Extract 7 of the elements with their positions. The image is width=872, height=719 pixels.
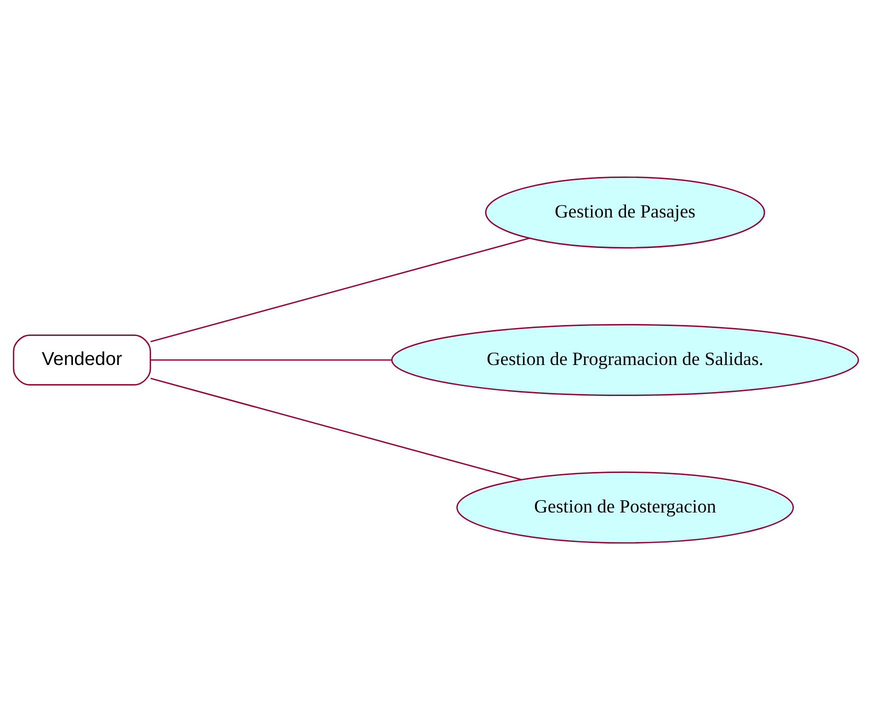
connector xyxy=(150,377,522,480)
node-box: Vendedor xyxy=(12,334,152,385)
connector xyxy=(150,237,530,342)
node-ellipse: Gestion de Pasajes xyxy=(485,176,766,248)
connector xyxy=(150,358,392,360)
node-ellipse: Gestion de Postergacion xyxy=(456,471,794,544)
node-ellipse: Gestion de Programacion de Salidas. xyxy=(391,324,860,396)
